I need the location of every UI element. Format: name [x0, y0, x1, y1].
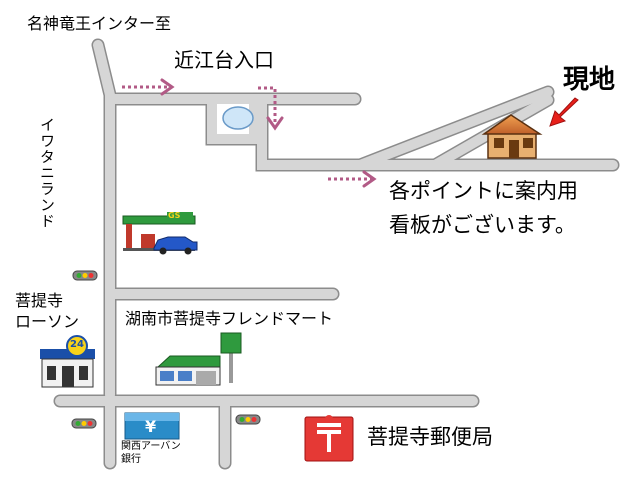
road-label-vertical: イワタニランド	[38, 117, 56, 229]
traffic-light-icon	[71, 418, 97, 429]
traffic-light-icon	[72, 270, 98, 281]
direction-label: 名神竜王インター至	[27, 14, 172, 33]
current-location-label: 現地	[563, 65, 616, 95]
signboard-note-line2: 看板がございます。	[389, 213, 576, 237]
lawson-label-line1: 菩提寺	[15, 291, 64, 310]
signboard-note-line1: 各ポイントに案内用	[389, 179, 578, 203]
house-icon	[481, 114, 543, 159]
gas-station-sign: GS	[168, 211, 181, 220]
arrow-icon	[122, 85, 372, 181]
road-fill	[55, 40, 618, 468]
pond-icon	[222, 106, 254, 130]
lawson-badge: 24	[70, 339, 84, 350]
traffic-light-icon	[235, 414, 261, 425]
post-office-label: 菩提寺郵便局	[367, 425, 493, 449]
location-arrow-icon	[549, 97, 579, 127]
bank-label-line2: 銀行	[121, 454, 141, 465]
bank-icon	[124, 412, 180, 440]
lawson-label-line2: ローソン	[15, 312, 80, 331]
arrowheads	[160, 78, 377, 188]
convenience-store-icon	[40, 335, 95, 388]
bank-label-line1: 関西アーバン	[121, 441, 181, 452]
entrance-label: 近江台入口	[174, 48, 274, 72]
car-icon	[153, 236, 198, 255]
supermarket-icon	[155, 332, 242, 386]
bank-symbol: ¥	[145, 417, 157, 436]
post-office-icon	[304, 415, 354, 462]
friend-mart-label: 湖南市菩提寺フレンドマート	[125, 309, 334, 328]
